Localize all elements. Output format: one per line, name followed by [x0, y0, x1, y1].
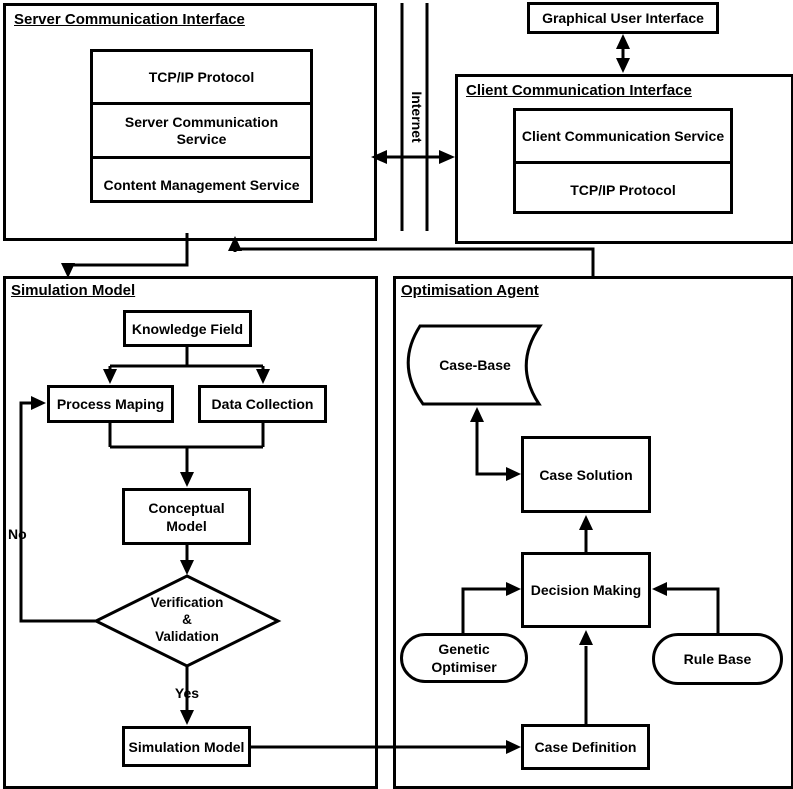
- tcp-ip-protocol-client-cell: TCP/IP Protocol: [516, 161, 730, 217]
- tcp-ip-protocol-server-label: TCP/IP Protocol: [148, 68, 255, 85]
- no-branch-label: No: [8, 526, 27, 542]
- genetic-optimiser-label: Genetic Optimiser: [431, 641, 497, 675]
- knowledge-field-box: Knowledge Field: [123, 310, 252, 347]
- case-definition-box: Case Definition: [521, 724, 650, 770]
- content-management-service-cell: Content Management Service: [93, 156, 310, 212]
- server-communication-service-cell: Server Communication Service: [93, 102, 310, 156]
- conceptual-model-label: Conceptual Model: [148, 499, 225, 534]
- case-solution-box: Case Solution: [521, 436, 651, 513]
- server-services-stack: TCP/IP Protocol Server Communication Ser…: [90, 49, 313, 203]
- verification-line1: Verification: [150, 595, 224, 610]
- data-collection-box: Data Collection: [198, 385, 327, 423]
- decision-making-label: Decision Making: [530, 582, 642, 598]
- tcp-ip-protocol-client-label: TCP/IP Protocol: [570, 182, 676, 198]
- genetic-optimiser-stadium: Genetic Optimiser: [400, 633, 528, 683]
- case-definition-label: Case Definition: [534, 739, 637, 755]
- arrow-gui-client-bidirectional: [616, 34, 630, 73]
- graphical-user-interface-box: Graphical User Interface: [527, 2, 719, 34]
- conceptual-model-box: Conceptual Model: [122, 488, 251, 545]
- client-communication-interface-section: Client Communication Interface: [455, 74, 793, 244]
- simulation-section-title: Simulation Model: [11, 282, 136, 299]
- knowledge-field-label: Knowledge Field: [131, 320, 244, 337]
- rule-base-stadium: Rule Base: [652, 633, 783, 685]
- optimisation-section-title: Optimisation Agent: [401, 282, 539, 299]
- process-maping-box: Process Maping: [47, 385, 174, 423]
- simulation-model-box: Simulation Model: [122, 726, 251, 767]
- internet-label: Internet: [409, 91, 425, 143]
- server-section-title: Server Communication Interface: [14, 11, 245, 28]
- case-base-label: Case-Base: [439, 357, 511, 373]
- client-communication-service-cell: Client Communication Service: [516, 111, 730, 161]
- content-management-service-label: Content Management Service: [103, 177, 300, 193]
- client-services-stack: Client Communication Service TCP/IP Prot…: [513, 108, 733, 214]
- decision-making-box: Decision Making: [521, 552, 651, 628]
- verification-validation-label: Verification & Validation: [132, 594, 242, 645]
- client-section-title: Client Communication Interface: [466, 82, 692, 99]
- server-communication-service-label: Server Communication Service: [124, 113, 279, 147]
- data-collection-label: Data Collection: [211, 396, 314, 412]
- verification-line3: Validation: [155, 629, 219, 644]
- verification-line2: &: [182, 612, 192, 627]
- simulation-model-label: Simulation Model: [128, 738, 245, 755]
- case-solution-label: Case Solution: [539, 466, 633, 483]
- optimisation-agent-section: Optimisation Agent: [393, 276, 793, 789]
- rule-base-label: Rule Base: [683, 651, 752, 667]
- yes-branch-label: Yes: [174, 685, 200, 701]
- simulation-model-section: Simulation Model: [3, 276, 378, 789]
- gui-label: Graphical User Interface: [542, 10, 704, 26]
- process-maping-label: Process Maping: [56, 396, 165, 412]
- server-communication-interface-section: Server Communication Interface: [3, 3, 377, 241]
- tcp-ip-protocol-server-cell: TCP/IP Protocol: [93, 52, 310, 102]
- client-communication-service-label: Client Communication Service: [521, 127, 725, 144]
